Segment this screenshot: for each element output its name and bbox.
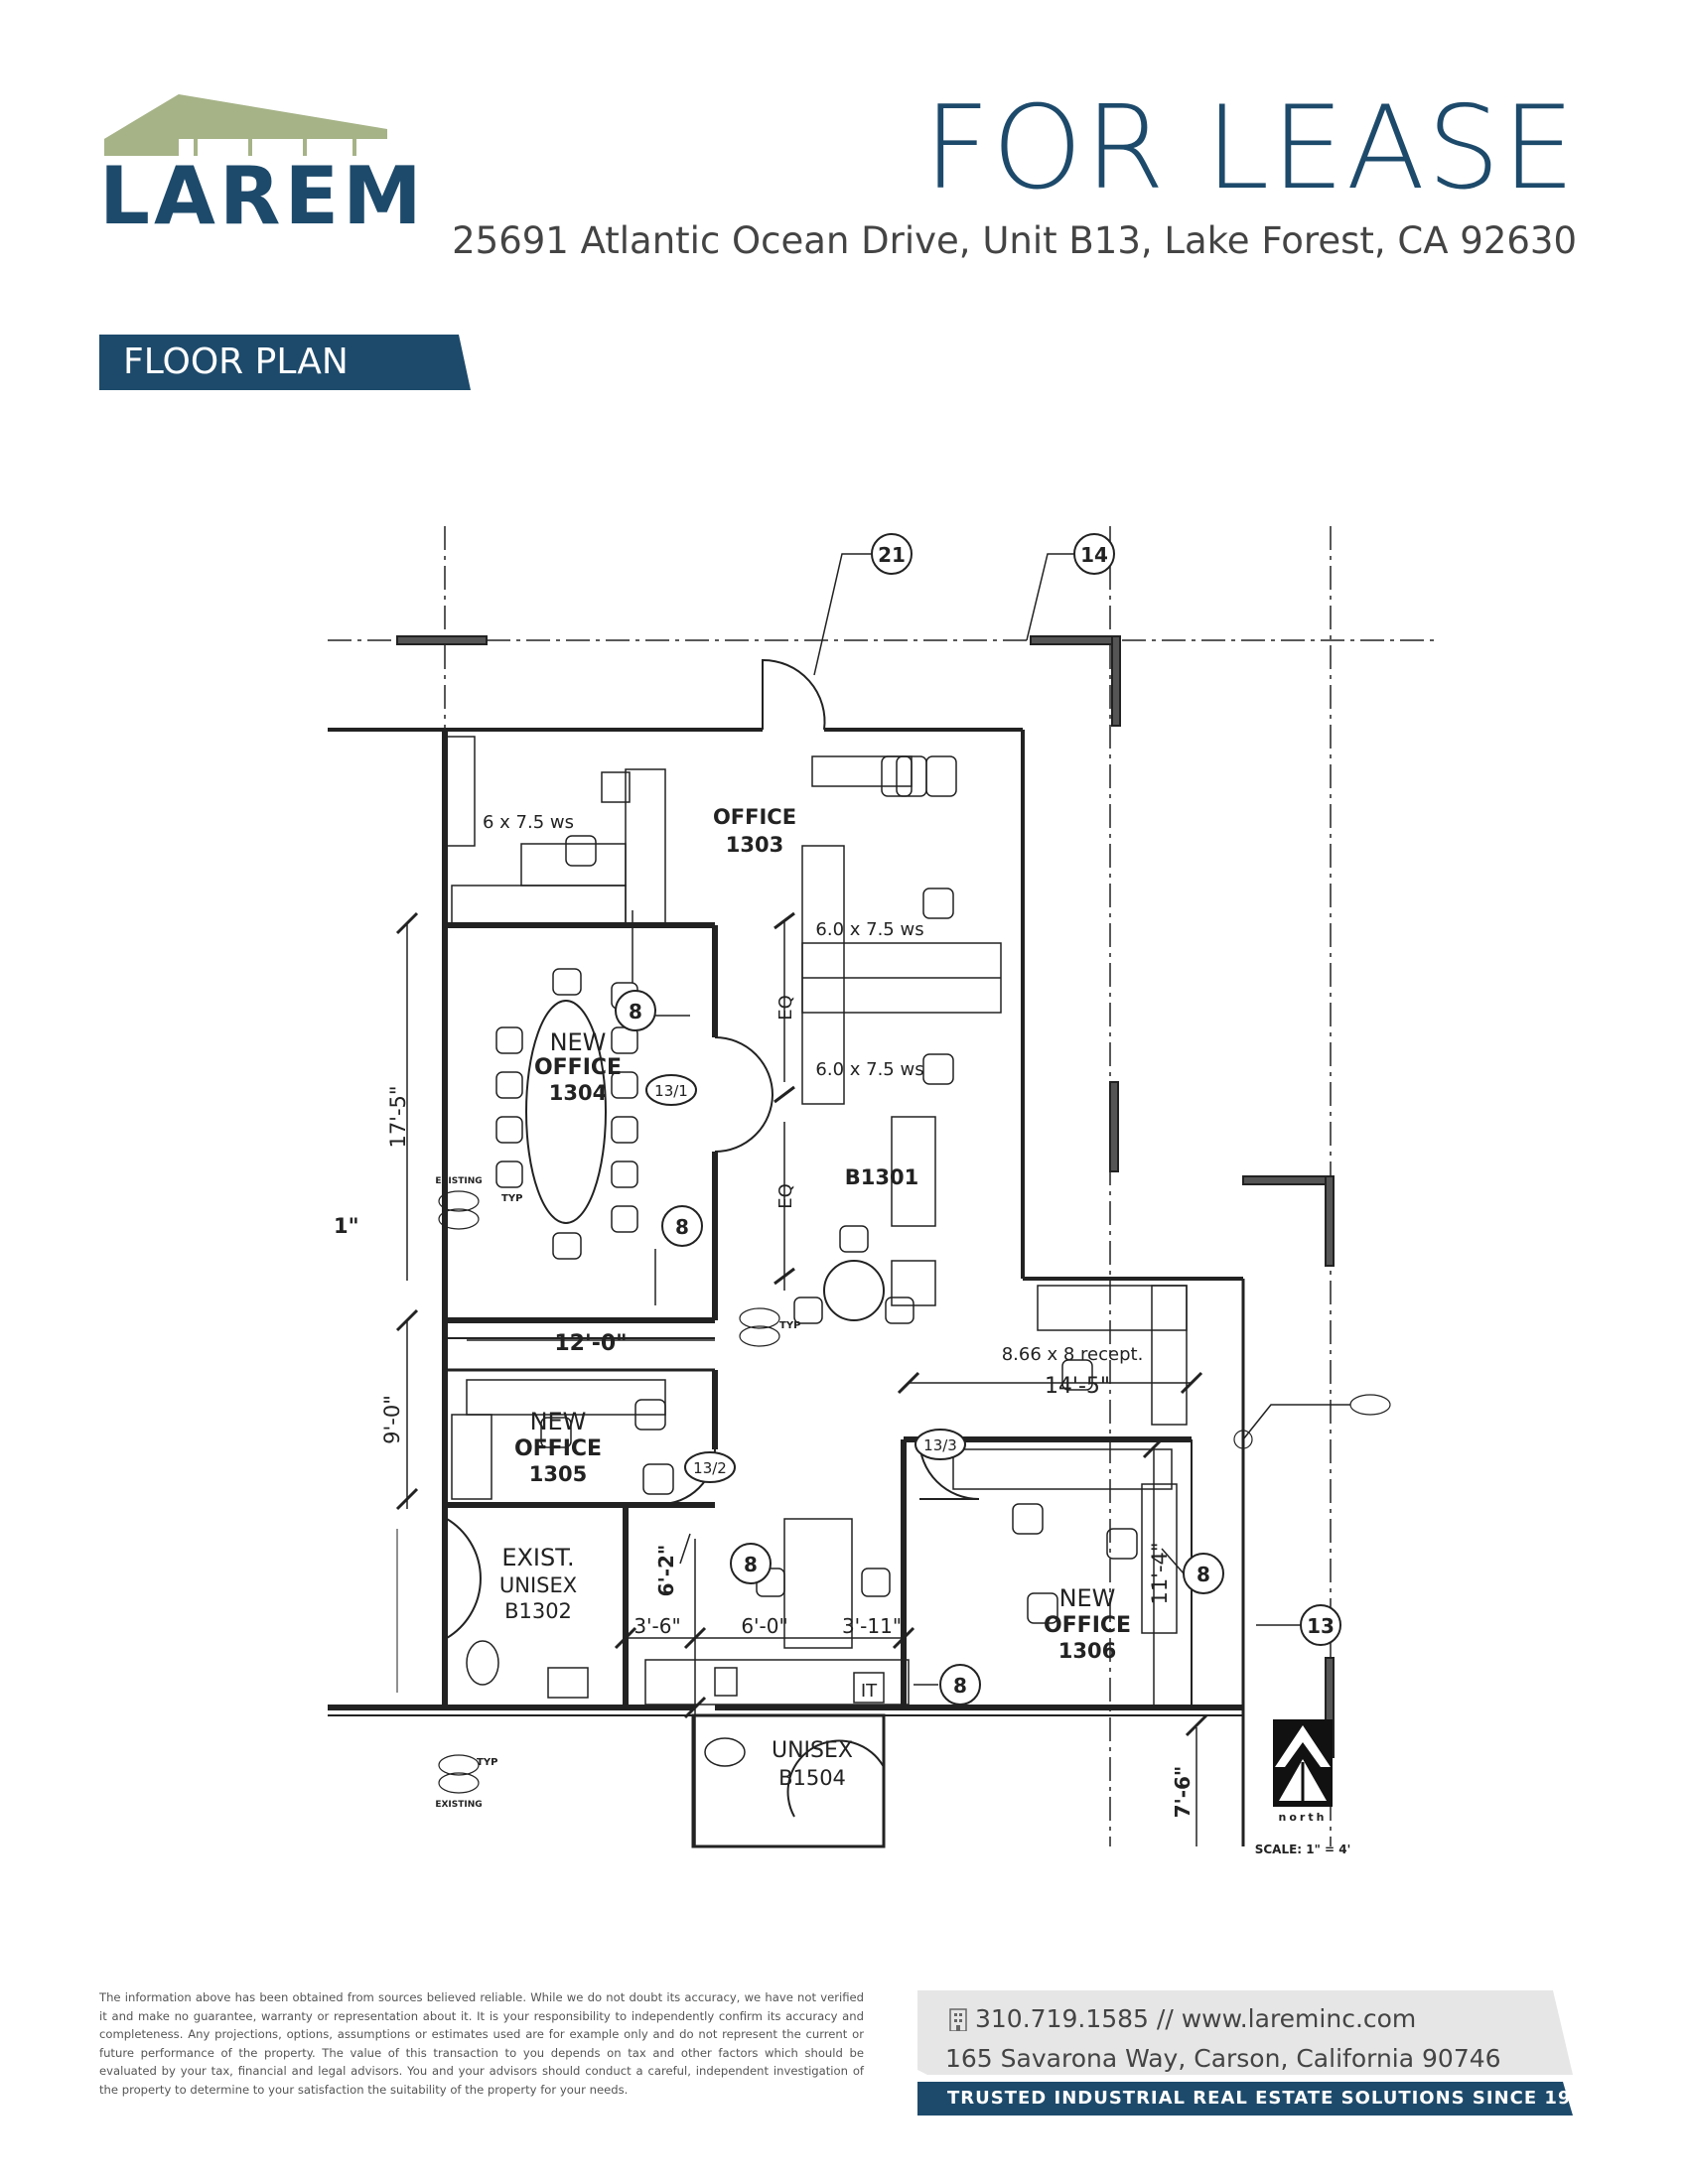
north-label: north [1279, 1811, 1328, 1824]
contact-panel-background [917, 1990, 1573, 2116]
page-title: FOR LEASE [923, 81, 1577, 215]
room-label: NEW [530, 1408, 587, 1435]
note-label: IT [861, 1681, 878, 1702]
dimension-label: 1" [334, 1214, 359, 1238]
room-label: UNISEX [772, 1738, 853, 1763]
section-tab-floor-plan: FLOOR PLAN [99, 335, 471, 390]
dimension-label: 11'-4" [1148, 1542, 1172, 1604]
room-number: 1306 [1058, 1639, 1116, 1663]
dimension-label: 12'-0" [554, 1331, 627, 1356]
room-label: OFFICE [514, 1436, 602, 1461]
room-number: B1504 [778, 1766, 846, 1790]
section-tab-background [99, 335, 471, 390]
floor-plan-drawing: OFFICE 1303 NEW OFFICE 1304 NEW OFFICE 1… [298, 526, 1479, 1866]
callout-label: 8 [675, 1215, 689, 1239]
floor-plan-svg: OFFICE 1303 NEW OFFICE 1304 NEW OFFICE 1… [328, 526, 1440, 1856]
room-label: EXIST. [501, 1544, 574, 1571]
note-label: EXISTING [435, 1176, 482, 1186]
dimension-label: 3'-6" [633, 1614, 680, 1638]
larem-logo-mark [104, 94, 387, 156]
column [1325, 1175, 1335, 1267]
callout-label: 8 [953, 1674, 967, 1698]
scale-label: SCALE: 1" = 4' [1255, 1843, 1351, 1856]
dimension-label: 6'-0" [741, 1614, 787, 1638]
note-label: TYP [477, 1757, 497, 1768]
company-tagline: TRUSTED INDUSTRIAL REAL ESTATE SOLUTIONS… [947, 2088, 1599, 2109]
property-address: 25691 Atlantic Ocean Drive, Unit B13, La… [452, 219, 1577, 262]
room-label: OFFICE [534, 1055, 622, 1080]
room-number: B1302 [504, 1599, 572, 1623]
note-label: TYP [501, 1193, 522, 1204]
workstation-label: 6.0 x 7.5 ws [815, 1059, 923, 1080]
suite-label: B1301 [845, 1165, 918, 1189]
dimension-label: 6'-2" [654, 1545, 678, 1597]
dimension-label: 7'-6" [1171, 1766, 1195, 1819]
office-address: 165 Savarona Way, Carson, California 907… [945, 2044, 1501, 2073]
tag-label: 13/1 [654, 1082, 688, 1100]
room-label: NEW [1059, 1584, 1116, 1612]
dimension-label: 17'-5" [386, 1085, 410, 1148]
callout-label: 21 [878, 543, 906, 567]
workstation-label: 8.66 x 8 recept. [1002, 1344, 1144, 1365]
north-arrow-icon [1273, 1719, 1333, 1807]
column [396, 635, 488, 645]
callout-label: 8 [1196, 1563, 1210, 1586]
contact-phone-web: 310.719.1585 // www.lareminc.com [947, 2004, 1416, 2033]
room-number: 1304 [549, 1081, 607, 1105]
dimension-label: 3'-11" [842, 1614, 902, 1638]
section-label: FLOOR PLAN [123, 341, 349, 382]
column [1242, 1175, 1334, 1185]
column [1109, 1081, 1119, 1172]
dimension-label: 14'-5" [1045, 1374, 1110, 1399]
tag-label: 13/2 [693, 1459, 727, 1477]
tag-label: 13/3 [923, 1436, 957, 1454]
workstation-label: 6 x 7.5 ws [483, 812, 574, 833]
workstation-label: 6.0 x 7.5 ws [815, 919, 923, 940]
room-label: OFFICE [1044, 1613, 1131, 1638]
building-icon [949, 2008, 967, 2031]
dimension-label: 9'-0" [380, 1395, 404, 1444]
dimension-label: EQ [775, 995, 796, 1021]
phone-web-text: 310.719.1585 // www.lareminc.com [975, 2004, 1417, 2033]
room-label: UNISEX [499, 1573, 577, 1597]
note-label: TYP [779, 1320, 800, 1331]
legal-disclaimer: The information above has been obtained … [99, 1990, 864, 2097]
contact-panel: 310.719.1585 // www.lareminc.com 165 Sav… [917, 1990, 1598, 2116]
callout-label: 8 [629, 1000, 642, 1024]
room-label: NEW [550, 1028, 607, 1056]
note-label: EXISTING [435, 1800, 482, 1810]
room-label: OFFICE [713, 805, 796, 829]
room-number: 1303 [726, 833, 783, 857]
room-number: 1305 [529, 1462, 587, 1486]
callout-label: 8 [744, 1553, 758, 1576]
column [1111, 635, 1121, 727]
dimension-label: EQ [775, 1183, 796, 1209]
callout-label: 13 [1307, 1614, 1335, 1638]
column [1030, 635, 1121, 645]
callout-label: 14 [1080, 543, 1108, 567]
brand-name: LAREM [99, 150, 426, 242]
